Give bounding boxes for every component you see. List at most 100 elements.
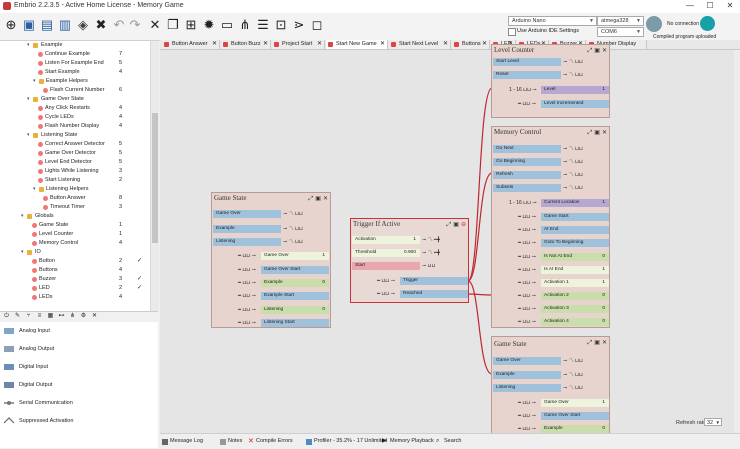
input-pin[interactable]: Start xyxy=(352,262,420,270)
cross-icon[interactable]: ✖ xyxy=(95,17,107,32)
pin-controls[interactable]: ━ ⊔⊔ ⊸ xyxy=(518,400,536,406)
tab-message-log[interactable]: Message Log xyxy=(162,437,203,446)
pin-controls[interactable]: ━ ⊔⊔ ⊸ xyxy=(518,293,536,299)
pin-controls[interactable]: ⊸ 〽 ⊔⊔ xyxy=(563,372,583,378)
collapse-icon[interactable]: ▾ xyxy=(27,42,30,48)
input-pin[interactable]: Game Over xyxy=(493,357,561,365)
save-icon[interactable]: ▤ xyxy=(40,17,54,32)
tab-project-start[interactable]: Project Start✕ xyxy=(272,40,325,49)
close-tab-icon[interactable]: ✕ xyxy=(379,41,385,47)
pin-controls[interactable]: ⊸ 〽 ━╋ xyxy=(422,250,440,256)
close-tab-icon[interactable]: ✕ xyxy=(442,41,448,47)
output-pin[interactable]: Game Start xyxy=(541,213,609,221)
canvas-scrollbar[interactable] xyxy=(734,50,740,433)
tab-button-answer[interactable]: Button Answer✕ xyxy=(162,40,220,49)
menu-icon[interactable]: ▣ xyxy=(594,340,600,346)
game-state-block[interactable]: Game State ⤢▣✕ Game Over ⊸ 〽 ⊔⊔ Example … xyxy=(211,192,331,328)
delete-icon[interactable]: ✕ xyxy=(149,17,161,32)
tree-scrollbar[interactable] xyxy=(150,41,159,311)
pin-controls[interactable]: ━ ⊔⊔ ⊸ xyxy=(377,278,395,284)
output-pin[interactable]: Game Over Start xyxy=(541,412,609,420)
pin-controls[interactable]: ━ ⊔⊔ ⊸ xyxy=(238,267,256,273)
pin-controls[interactable]: ⊸ ⊔⊔ xyxy=(422,263,436,269)
pin-controls[interactable]: ━ ⊔⊔ ⊸ xyxy=(518,240,536,246)
input-pin[interactable]: Reset xyxy=(493,71,561,79)
palette-item-serial-communication[interactable]: Serial Communication xyxy=(0,395,158,413)
input-pin[interactable]: Listening xyxy=(213,238,281,246)
input-pin[interactable]: Listening xyxy=(493,384,561,392)
tree-folder-listening-helpers[interactable]: ▾Listening Helpers xyxy=(33,186,89,192)
pin-controls[interactable]: ⊸ 〽 ⊔⊔ xyxy=(563,358,583,364)
menu-icon[interactable]: ▣ xyxy=(315,196,321,202)
collapse-icon[interactable]: ▾ xyxy=(21,213,24,219)
tree-icon[interactable]: ⋔ xyxy=(239,17,251,32)
board-select[interactable]: Arduino Nano▼ xyxy=(508,16,597,26)
align-icon[interactable]: ☰ xyxy=(257,17,269,32)
expand-icon[interactable]: ⤢ xyxy=(587,340,593,346)
power-icon[interactable]: ⏻ xyxy=(4,313,9,319)
delete-icon[interactable]: ✕ xyxy=(601,340,607,346)
menu-icon[interactable]: ▣ xyxy=(594,130,600,136)
grid-icon[interactable]: ▦ xyxy=(47,313,54,319)
save-all-icon[interactable]: ▥ xyxy=(58,17,72,32)
close-tab-icon[interactable]: ✕ xyxy=(481,41,487,47)
tree-folder-listening-state[interactable]: ▾Listening State xyxy=(27,132,78,138)
tree-folder-example[interactable]: ▾Example xyxy=(27,42,63,48)
paint-icon[interactable]: ◈ xyxy=(78,17,88,32)
pin-controls[interactable]: ⊸ 〽 ⊔⊔ xyxy=(283,226,303,232)
tab-compile-errors[interactable]: ✕Compile Errors xyxy=(248,438,293,445)
tree-folder-io[interactable]: ▾IO xyxy=(21,249,41,255)
pin-controls[interactable]: ━ ⊔⊔ ⊸ xyxy=(238,293,256,299)
input-pin[interactable]: Start Level xyxy=(493,58,561,66)
use-ide-settings-checkbox[interactable] xyxy=(508,28,516,36)
node-canvas[interactable]: Game State ⤢▣✕ Game Over ⊸ 〽 ⊔⊔ Example … xyxy=(160,44,734,433)
output-pin[interactable]: Trigger xyxy=(400,277,468,285)
palette-item-digital-input[interactable]: Digital Input xyxy=(0,359,158,377)
pin-controls[interactable]: ⊸ 〽 ⊔⊔ xyxy=(563,385,583,391)
add-node-icon[interactable]: ⊞ xyxy=(185,17,197,32)
add-icon[interactable]: ⊕ xyxy=(5,17,17,32)
scroll-thumb[interactable] xyxy=(152,113,158,243)
pin-controls[interactable]: ⊸ 〽 ⊔⊔ xyxy=(563,172,583,178)
collapse-icon[interactable]: ▾ xyxy=(33,186,36,192)
tree-folder-globals[interactable]: ▾Globals xyxy=(21,213,54,219)
pin-controls[interactable]: ⊸ 〽 ⊔⊔ xyxy=(563,159,583,165)
delete-icon[interactable]: ✕ xyxy=(322,196,328,202)
pin-controls[interactable]: ━ ⊔⊔ ⊸ xyxy=(238,307,256,313)
close-tab-icon[interactable]: ✕ xyxy=(211,41,217,47)
tree-icon[interactable]: ⋔ xyxy=(69,313,76,319)
delete-icon[interactable]: ✕ xyxy=(601,48,607,54)
input-pin[interactable]: Go Next xyxy=(493,145,561,153)
delete-icon[interactable]: ✕ xyxy=(601,130,607,136)
pin-controls[interactable]: ━ ⊔⊔ ⊸ xyxy=(518,267,536,273)
pin-controls[interactable]: ━ ⊔⊔ ⊸ xyxy=(518,426,536,432)
pin-controls[interactable]: ━ ⊔⊔ ⊸ xyxy=(238,320,256,326)
collapse-icon[interactable]: ▾ xyxy=(27,96,30,102)
palette-item-digital-output[interactable]: Digital Output xyxy=(0,377,158,395)
